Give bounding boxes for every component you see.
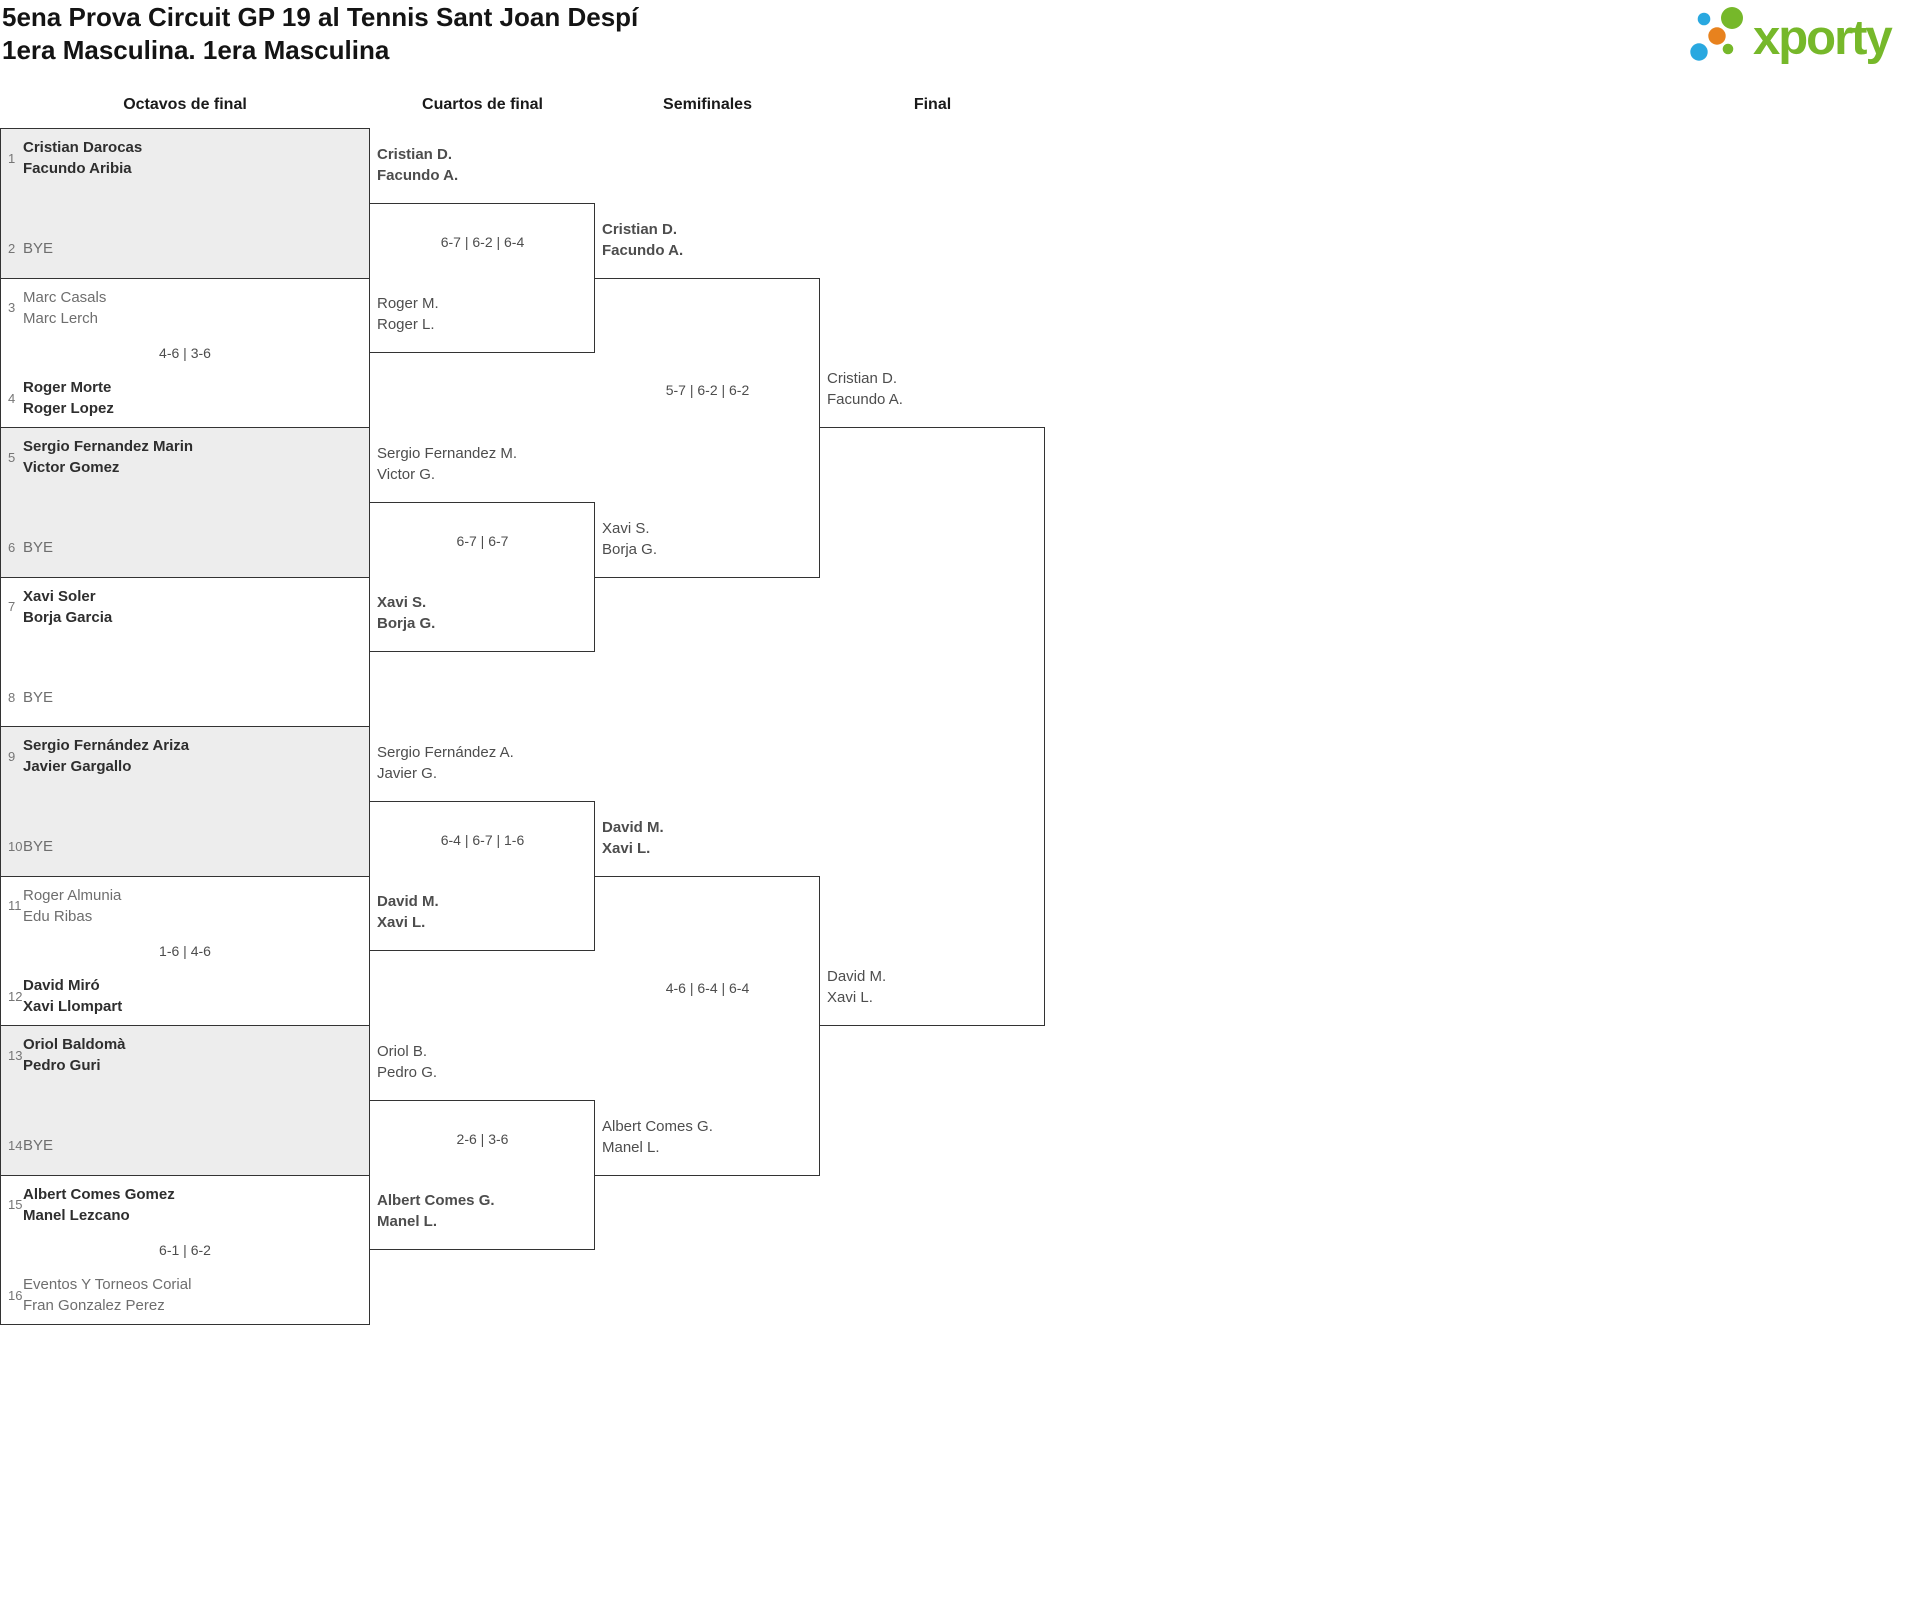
qf-match-3 xyxy=(370,800,595,952)
r16-team-10: 10 BYE xyxy=(1,825,369,869)
qf-match-2 xyxy=(370,501,595,653)
seed-number: 9 xyxy=(8,748,16,764)
seed-number: 16 xyxy=(8,1287,23,1303)
seed-number: 6 xyxy=(8,540,16,555)
qf-match-3-bottom-team: David M.Xavi L. xyxy=(377,893,439,932)
final-match-top-team: Cristian D.Facundo A. xyxy=(827,370,903,408)
seed-number: 12 xyxy=(8,988,23,1004)
category-subtitle: 1era Masculina. 1era Masculina xyxy=(2,35,390,65)
seed-number: 10 xyxy=(8,839,23,854)
match-score: 6-1 | 6-2 xyxy=(159,1242,211,1258)
seed-number: 4 xyxy=(8,390,16,406)
qf-match-1-bottom-team: Roger M.Roger L. xyxy=(377,295,439,334)
seed-number: 3 xyxy=(8,300,16,315)
sf-match-2-score: 4-6 | 6-4 | 6-4 xyxy=(665,980,750,996)
round-header-semifinales: Semifinales xyxy=(663,96,752,113)
qf-match-3-top-team: Sergio Fernández A.Javier G. xyxy=(377,743,514,782)
qf-match-2-top-team: Sergio Fernandez M.Victor G. xyxy=(377,444,518,483)
tournament-title: 5ena Prova Circuit GP 19 al Tennis Sant … xyxy=(2,1,638,67)
qf-match-1-top-team: Cristian D.Facundo A. xyxy=(377,145,459,184)
r16-team-2: 2 BYE xyxy=(1,227,369,271)
sf-match-1 xyxy=(595,277,820,578)
match-score: 1-6 | 4-6 xyxy=(159,943,211,959)
final-match xyxy=(820,427,1045,1026)
match-score: 4-6 | 3-6 xyxy=(159,345,211,361)
seed-number: 5 xyxy=(8,449,16,465)
sf-match-2-bottom-team: Albert Comes G.Manel L. xyxy=(602,1117,713,1156)
team-names: BYE xyxy=(23,688,54,706)
final-match-bottom-team: David M.Xavi L. xyxy=(827,968,887,1006)
sf-match-1-score: 5-7 | 6-2 | 6-2 xyxy=(665,382,750,398)
qf-match-4-score: 2-6 | 3-6 xyxy=(456,1131,509,1148)
seed-number: 8 xyxy=(8,689,16,705)
team-names: BYE xyxy=(23,240,54,257)
seed-number: 2 xyxy=(8,241,16,256)
xporty-logo[interactable]: xporty xyxy=(1688,6,1893,66)
round-header-final: Final xyxy=(913,96,952,113)
r16-team-8: 8 BYE xyxy=(1,675,369,719)
seed-number: 14 xyxy=(8,1138,23,1153)
r16-team-6: 6 BYE xyxy=(1,526,369,570)
tournament-title-line1: 5ena Prova Circuit GP 19 al Tennis Sant … xyxy=(2,2,639,32)
seed-number: 11 xyxy=(8,898,22,913)
qf-match-4 xyxy=(370,1099,595,1251)
qf-match-4-bottom-team: Albert Comes G.Manel L. xyxy=(377,1192,495,1231)
sf-match-2-top-team: David M.Xavi L. xyxy=(602,818,664,857)
seed-number: 1 xyxy=(8,150,16,166)
qf-match-2-bottom-team: Xavi S.Borja G. xyxy=(377,594,436,633)
team-names: BYE xyxy=(23,539,54,556)
seed-number: 15 xyxy=(8,1197,23,1212)
sf-match-1-bottom-team: Xavi S.Borja G. xyxy=(602,519,658,558)
seed-number: 7 xyxy=(8,599,16,614)
qf-match-1 xyxy=(370,202,595,354)
round-header-cuartos: Cuartos de final xyxy=(422,96,543,113)
seed-number: 13 xyxy=(8,1047,23,1063)
r16-team-14: 14 BYE xyxy=(1,1124,369,1168)
logo-wordmark: xporty xyxy=(1753,11,1893,65)
qf-match-4-top-team: Oriol B.Pedro G. xyxy=(377,1042,438,1081)
sf-match-2 xyxy=(595,875,820,1176)
sf-match-1-top-team: Cristian D.Facundo A. xyxy=(602,220,684,259)
qf-match-2-score: 6-7 | 6-7 xyxy=(456,533,509,550)
round-header-octavos: Octavos de final xyxy=(123,96,247,113)
team-names: BYE xyxy=(23,838,54,855)
qf-match-1-score: 6-7 | 6-2 | 6-4 xyxy=(440,234,525,251)
qf-match-3-score: 6-4 | 6-7 | 1-6 xyxy=(440,832,525,849)
team-names: BYE xyxy=(23,1137,54,1154)
logo-dots-icon xyxy=(1690,7,1743,61)
